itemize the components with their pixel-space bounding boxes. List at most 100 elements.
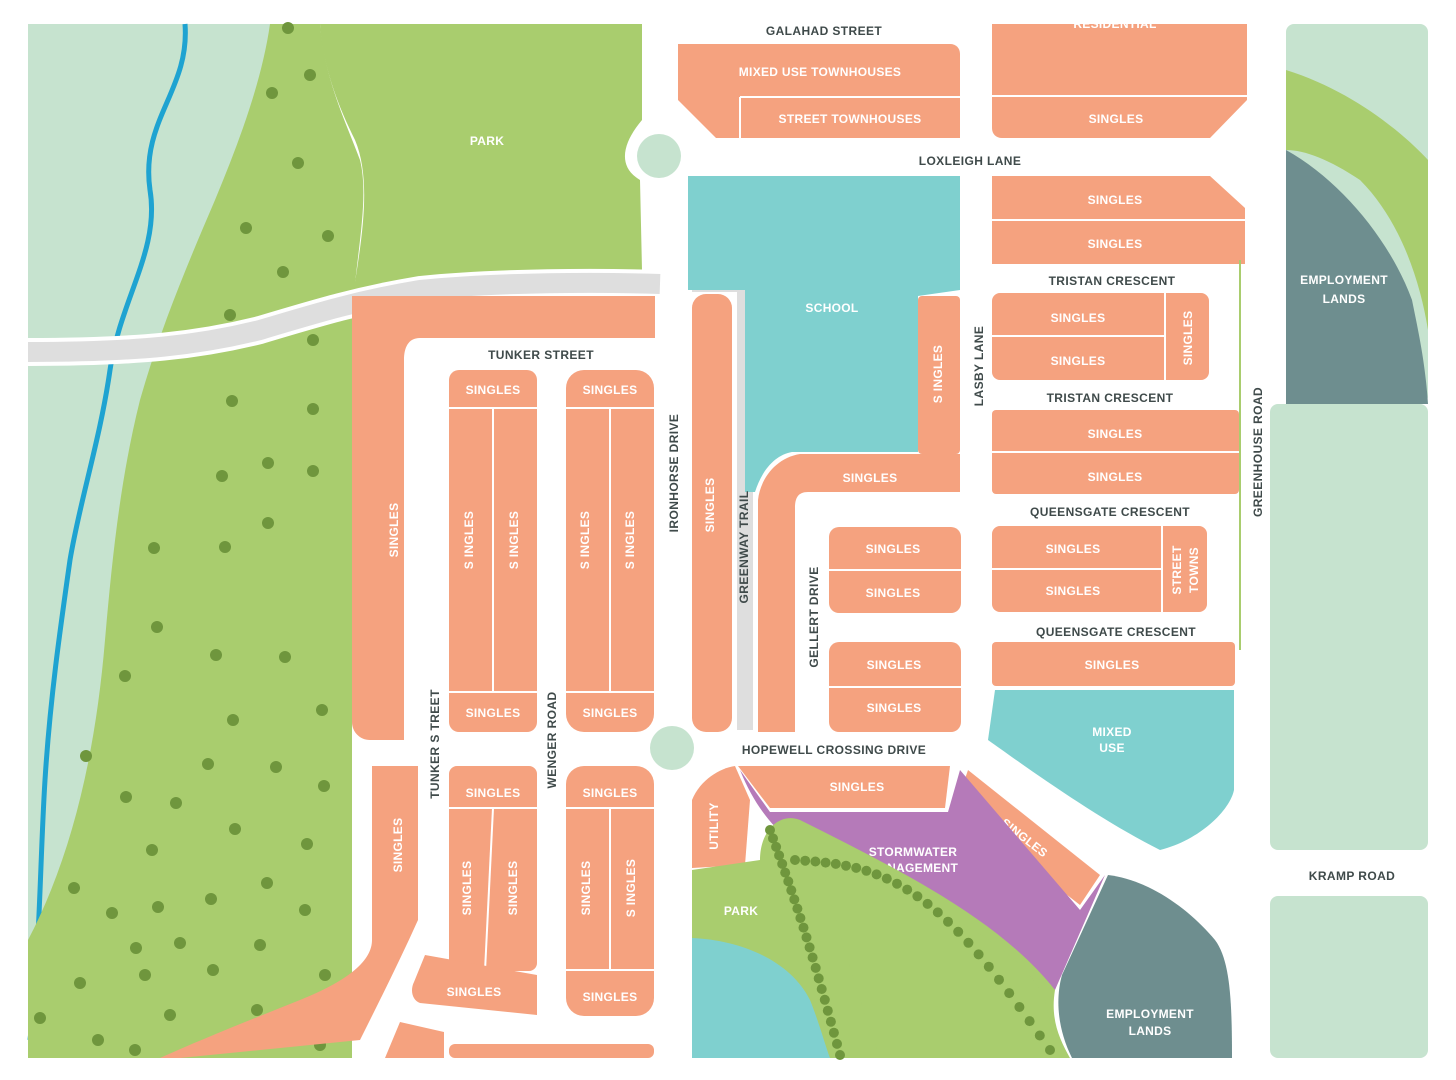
park-top-label: PARK: [470, 134, 504, 148]
area-label: RESIDENTIAL: [1073, 17, 1156, 31]
tree-icon: [262, 517, 274, 529]
tree-icon: [1004, 988, 1015, 999]
lot-label: SINGLES: [1088, 427, 1143, 441]
river: [27, 23, 188, 1041]
tree-icon: [270, 761, 282, 773]
road-label-greenhouse: GREENHOUSE ROAD: [1251, 387, 1265, 517]
tree-icon: [780, 867, 791, 878]
road-label-galahad: GALAHAD STREET: [766, 24, 883, 38]
tree-icon: [861, 865, 872, 876]
tree-icon: [1014, 1002, 1025, 1012]
block-singles-ironhorse: [692, 294, 732, 732]
lot-label: SINGLES: [447, 985, 502, 999]
tree-icon: [282, 22, 294, 34]
lot-label: SINGLES: [843, 471, 898, 485]
tree-icon: [768, 833, 778, 844]
area-label: STREET TOWNHOUSES: [779, 112, 922, 126]
utility-label: UTILITY: [707, 802, 721, 849]
lot-label: SINGLES: [387, 503, 401, 558]
road-label-ironhorse: IRONHORSE DRIVE: [667, 414, 681, 533]
block-mixed-use-townhouses: [678, 44, 960, 138]
tree-icon: [130, 942, 142, 954]
road-label-lasby: LASBY LANE: [972, 326, 986, 406]
tree-icon: [851, 862, 862, 873]
employment-lands-south: [1058, 875, 1232, 1058]
tree-icon: [299, 904, 311, 916]
tree-icon: [819, 994, 830, 1005]
mixed-use-site: [988, 690, 1234, 850]
lot-label: S INGLES: [507, 511, 521, 569]
tree-icon: [825, 1016, 836, 1027]
tree-icon: [953, 926, 964, 937]
block-singles-partial: [385, 1022, 444, 1058]
tree-icon: [174, 937, 186, 949]
lot-label: SINGLES: [466, 383, 521, 397]
tree-icon: [786, 885, 797, 896]
park-top: [320, 24, 642, 300]
lot-label: SINGLES: [460, 861, 474, 916]
tree-icon: [902, 884, 913, 895]
lot-label: SINGLES: [1088, 193, 1143, 207]
tree-icon: [266, 87, 278, 99]
tree-icon: [765, 825, 775, 835]
school-label: SCHOOL: [805, 301, 858, 315]
employment-label: LANDS: [1323, 292, 1366, 306]
lot-label: SINGLES: [1046, 542, 1101, 556]
tree-icon: [146, 844, 158, 856]
lot-label: SINGLES: [391, 818, 405, 873]
road-label-greenway: GREENWAY TRAIL: [737, 491, 751, 604]
tree-icon: [1045, 1045, 1055, 1055]
road-label-tunkers: TUNKER S TREET: [428, 689, 442, 799]
employment-label: EMPLOYMENT: [1106, 1007, 1194, 1021]
road-label-kramp: KRAMP ROAD: [1309, 869, 1395, 883]
tree-icon: [963, 937, 974, 948]
road-label-loxleigh: LOXLEIGH LANE: [919, 154, 1022, 168]
tree-icon: [202, 758, 214, 770]
tree-icon: [129, 1044, 141, 1056]
roundabout-north: [637, 134, 681, 178]
tree-icon: [216, 470, 228, 482]
block-singles: [449, 766, 537, 971]
open-space-south: [820, 860, 1060, 1058]
tree-icon: [226, 395, 238, 407]
tree-icon: [219, 541, 231, 553]
lot-label: S INGLES: [462, 511, 476, 569]
park-treed-area: [28, 24, 364, 1058]
road-label-tristan: TRISTAN CRESCENT: [1047, 391, 1174, 405]
tree-icon: [816, 984, 827, 994]
block-singles: [412, 955, 537, 1015]
lot-label: SINGLES: [506, 861, 520, 916]
tree-icon: [800, 855, 811, 866]
lot-label: SINGLES: [1051, 354, 1106, 368]
lot-label: SINGLES: [866, 586, 921, 600]
tree-icon: [783, 876, 794, 887]
road-label-queensgate: QUEENSGATE CRESCENT: [1030, 505, 1190, 519]
stormwater-label: STORMWATER: [869, 845, 958, 859]
block-residential-top: [992, 24, 1247, 138]
tree-icon: [777, 858, 788, 869]
tree-icon: [830, 858, 841, 869]
block-singles-west-lower: [160, 766, 418, 1058]
tree-icon: [148, 542, 160, 554]
lot-label: SINGLES: [466, 786, 521, 800]
lot-label: S INGLES: [623, 511, 637, 569]
employment-lands-north: [1286, 150, 1428, 404]
tree-icon: [68, 882, 80, 894]
trail-trees: [765, 825, 1055, 1060]
street-towns-label: TOWNS: [1187, 547, 1201, 593]
tree-icon: [943, 916, 953, 927]
tree-icon: [251, 1004, 263, 1016]
tree-icon: [229, 823, 241, 835]
open-space-right-mid: [1270, 404, 1428, 850]
tree-icon: [820, 857, 831, 868]
tree-icon: [277, 266, 289, 278]
employment-label: LANDS: [1129, 1024, 1172, 1038]
lot-label: SINGLES: [1085, 658, 1140, 672]
street-towns-label: STREET: [1170, 545, 1184, 595]
tree-icon: [301, 838, 313, 850]
tree-icon: [261, 877, 273, 889]
lot-divider: [484, 807, 494, 972]
tree-icon: [892, 878, 902, 889]
block-singles-hopewell: [738, 766, 950, 808]
